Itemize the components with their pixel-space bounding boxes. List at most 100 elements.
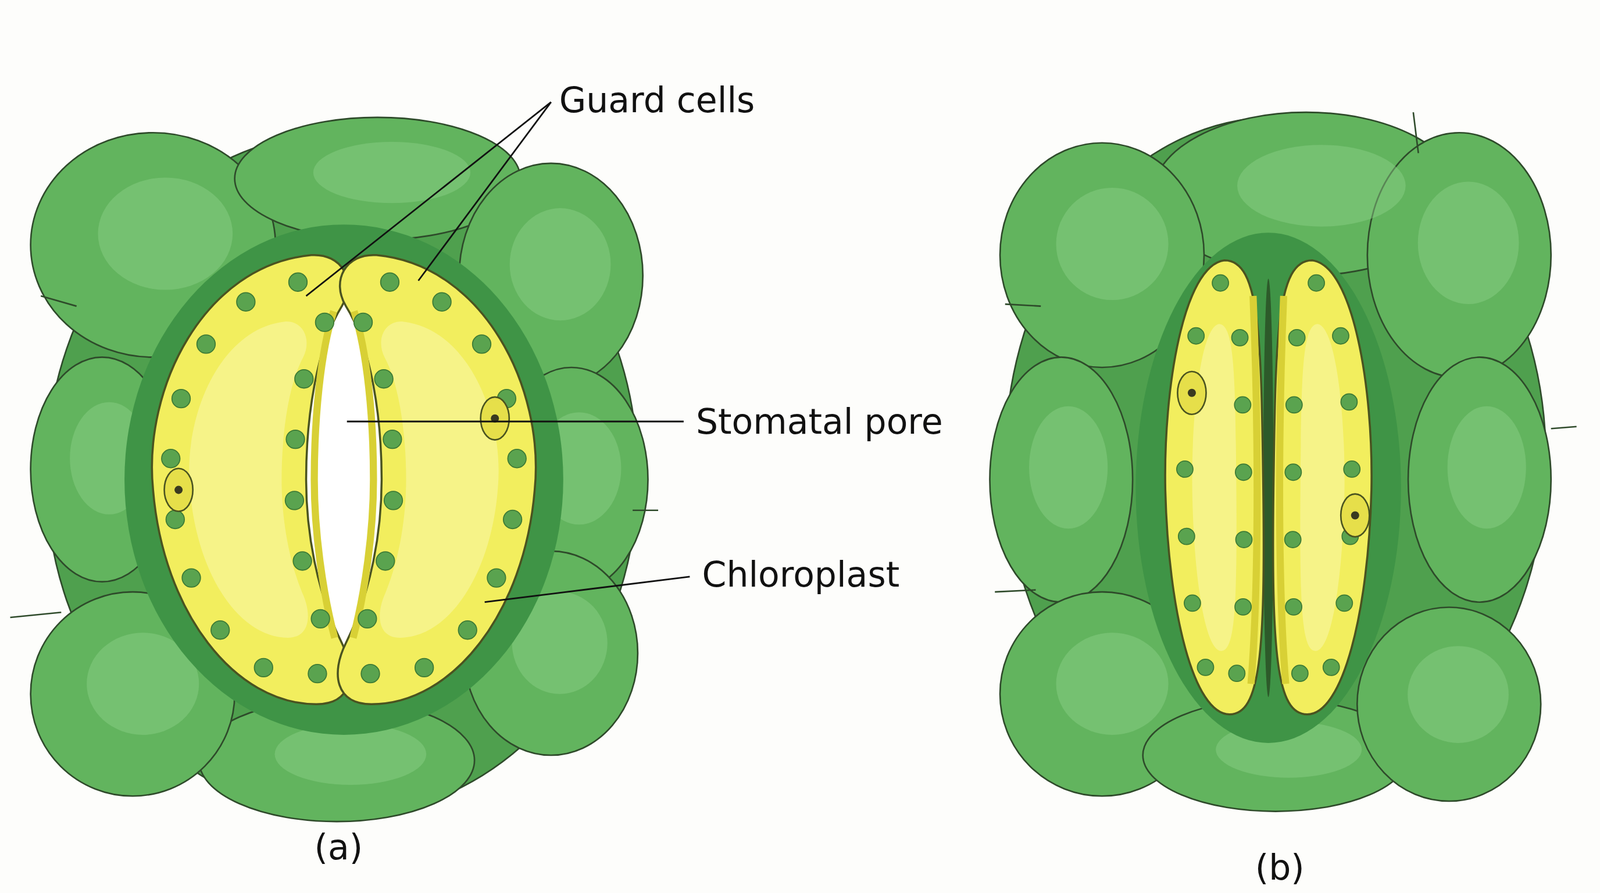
part-label: Guard cells — [559, 79, 756, 121]
chloroplast — [285, 491, 305, 510]
cell-highlight — [313, 141, 471, 203]
chloroplast — [1284, 463, 1302, 481]
nucleus — [1340, 494, 1370, 538]
chloroplast — [288, 272, 308, 292]
chloroplast — [380, 272, 400, 292]
epidermis-ground — [45, 132, 638, 817]
leader-line — [306, 102, 552, 297]
chloroplast — [1285, 598, 1302, 616]
chloroplast — [311, 609, 330, 629]
chloroplast — [1336, 594, 1353, 612]
cell-highlight — [1447, 406, 1527, 530]
chloroplast — [286, 430, 305, 449]
thickened-inner-wall — [352, 311, 374, 638]
nucleus — [1177, 371, 1206, 415]
chloroplast — [294, 369, 314, 389]
guard-cell-highlight — [379, 321, 499, 638]
chloroplast — [181, 568, 201, 588]
cell-highlight — [97, 177, 233, 290]
epidermis — [10, 117, 659, 822]
thickened-inner-wall — [1251, 295, 1258, 684]
cell-wall-line — [632, 509, 659, 512]
chloroplast — [197, 334, 216, 354]
chloroplast — [432, 292, 452, 312]
chloroplast — [376, 551, 395, 571]
chloroplast — [1288, 329, 1306, 346]
chloroplast — [1235, 463, 1252, 481]
chloroplast — [1184, 594, 1201, 612]
chloroplast — [384, 491, 403, 510]
chloroplast — [1178, 528, 1195, 545]
chloroplast — [172, 389, 191, 409]
chloroplast — [507, 449, 527, 469]
chloroplast — [374, 369, 394, 389]
chloroplast — [383, 430, 402, 449]
chloroplast — [211, 620, 230, 640]
cell-wall-line — [1413, 112, 1419, 153]
chloroplast — [1234, 396, 1251, 413]
figure-letter: (a) — [314, 826, 364, 869]
chloroplast — [1308, 275, 1325, 292]
cell-highlight — [1418, 181, 1520, 305]
nucleus — [480, 397, 510, 441]
cell-highlight — [1237, 144, 1406, 227]
chloroplast — [1235, 531, 1252, 548]
guard-cell — [337, 255, 537, 705]
chloroplast — [415, 658, 434, 678]
thickened-inner-wall — [1279, 295, 1287, 684]
chloroplast — [458, 620, 477, 640]
thickened-inner-wall — [314, 311, 335, 638]
nucleolus — [174, 486, 183, 495]
chloroplast — [1284, 531, 1302, 548]
epidermis — [989, 112, 1577, 812]
chloroplast — [503, 510, 523, 530]
chloroplast — [166, 510, 185, 530]
chloroplast — [1343, 461, 1360, 478]
subsidiary-shadow — [1135, 232, 1401, 744]
chloroplast — [1323, 659, 1340, 676]
chloroplast — [354, 313, 373, 332]
chloroplast — [1286, 396, 1303, 413]
leader-line — [347, 420, 684, 423]
figure-letter: (b) — [1255, 846, 1305, 889]
chloroplast — [1234, 598, 1252, 616]
chloroplast — [1228, 665, 1245, 682]
guard-cell-body — [1273, 260, 1372, 715]
chloroplast — [487, 568, 506, 588]
guard-cell — [1165, 260, 1264, 715]
cell-wall-line — [40, 295, 77, 307]
subsidiary-shadow — [124, 224, 564, 735]
chloroplast — [1212, 275, 1229, 292]
chloroplast — [161, 449, 181, 469]
part-label: Stomatal pore — [695, 400, 944, 443]
chloroplast — [308, 664, 327, 684]
leader-line — [418, 102, 552, 281]
epidermal-cell — [989, 356, 1133, 602]
chloroplast — [254, 658, 273, 678]
epidermal-cell — [1408, 356, 1552, 602]
cell-highlight — [1056, 187, 1169, 300]
chloroplast — [236, 292, 256, 312]
chloroplast — [1176, 461, 1194, 478]
cell-wall-line — [1551, 426, 1577, 430]
chloroplast — [1197, 659, 1214, 676]
chloroplast — [472, 334, 492, 354]
cell-highlight — [1029, 406, 1108, 530]
chloroplast — [1332, 327, 1349, 345]
leader-line — [484, 576, 691, 603]
cell-wall-line — [10, 612, 62, 618]
epidermis-ground — [1005, 117, 1546, 802]
chloroplast — [315, 313, 335, 332]
part-label: Chloroplast — [702, 553, 900, 596]
cell-highlight — [509, 208, 612, 321]
stomatal-slit — [1263, 278, 1274, 698]
cell-wall-line — [1005, 304, 1041, 307]
guard-cell — [151, 255, 350, 705]
nucleus — [164, 468, 194, 512]
guard-cell-body — [1165, 260, 1264, 715]
chloroplast — [1187, 327, 1205, 345]
nucleolus — [1187, 388, 1196, 398]
epidermal-cell — [1356, 606, 1541, 802]
